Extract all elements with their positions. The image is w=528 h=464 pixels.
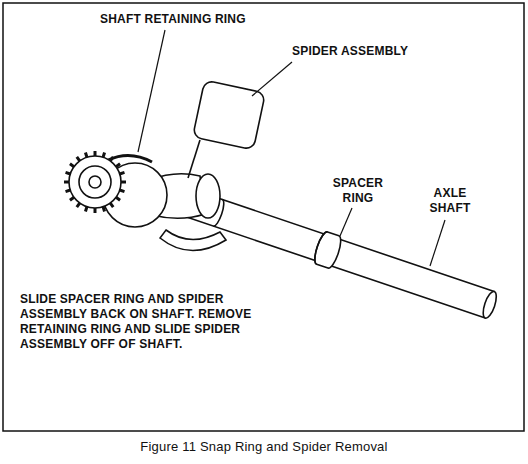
- spline-tooth: [70, 197, 74, 200]
- spline-tooth: [110, 203, 113, 207]
- spacer-ring: [312, 230, 344, 269]
- spacer-ring-edge: [312, 230, 328, 264]
- spline-tooth: [120, 190, 125, 192]
- spline-tooth: [85, 207, 87, 212]
- center-hole: [89, 176, 101, 188]
- spline-tooth: [70, 164, 74, 167]
- leader-lines: [138, 30, 445, 266]
- spline-tooth: [77, 157, 80, 161]
- spline-tooth: [110, 157, 113, 161]
- spline-tooth: [64, 181, 69, 184]
- leader-line: [252, 62, 292, 96]
- trunnion-cup-top: [193, 80, 266, 150]
- part-label: SPIDER ASSEMBLY: [292, 44, 492, 59]
- spline-tooth: [94, 208, 97, 213]
- leader-line: [138, 30, 165, 152]
- trunnion-cup-bottom: [160, 230, 226, 251]
- spider-assembly: [64, 80, 265, 250]
- spline-tooth: [66, 190, 71, 192]
- spline-tooth: [77, 203, 80, 207]
- shaft-face: [79, 166, 111, 198]
- needle-bearing: [196, 174, 220, 218]
- trunnion-neck: [188, 140, 200, 178]
- spline-tooth: [103, 207, 105, 212]
- spline-end: [69, 156, 121, 208]
- shaft-end: [481, 290, 499, 320]
- spline-tooth: [116, 164, 120, 167]
- spline-teeth: [64, 151, 126, 213]
- part-label: SPACER RING: [325, 176, 391, 206]
- spline-tooth: [85, 153, 87, 158]
- spline-tooth: [103, 153, 105, 158]
- part-label: SHAFT RETAINING RING: [100, 12, 300, 27]
- spline-tooth: [66, 172, 71, 174]
- spline-tooth: [94, 151, 97, 156]
- part-label: AXLE SHAFT: [420, 186, 480, 216]
- figure-caption: Figure 11 Snap Ring and Spider Removal: [0, 439, 528, 454]
- spline-tooth: [120, 172, 125, 174]
- leader-line: [430, 220, 445, 266]
- spline-tooth: [121, 181, 126, 184]
- retaining-ring: [108, 155, 152, 162]
- leader-line: [340, 208, 352, 236]
- spline-tooth: [116, 197, 120, 200]
- instruction-note: SLIDE SPACER RING AND SPIDER ASSEMBLY BA…: [20, 292, 282, 352]
- frame: [3, 3, 524, 431]
